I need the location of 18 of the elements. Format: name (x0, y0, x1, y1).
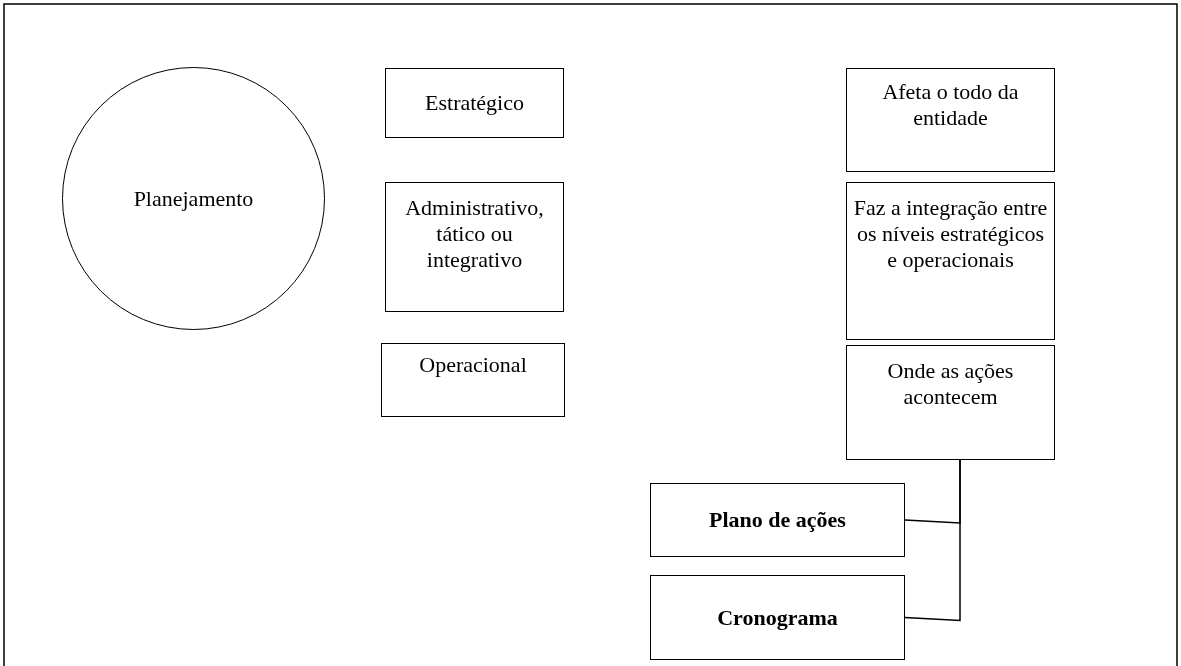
text-box (846, 345, 1055, 460)
node-label: Administrativo, tático ou integrativo (404, 195, 545, 273)
connector-line (904, 459, 961, 622)
node-label: Faz a integração entre os níveis estratégicos e operacionais (853, 195, 1048, 273)
node-label: Onde as ações acontecem (886, 358, 1015, 410)
text-box (385, 68, 564, 138)
text-box (381, 343, 565, 417)
node-label: Afeta o todo da entidade (881, 79, 1020, 131)
node-label: Planejamento (133, 185, 254, 212)
node-label: Estratégico (425, 90, 524, 116)
node-label: Cronograma (717, 604, 838, 631)
text-box (385, 182, 564, 312)
node-label: Operacional (419, 352, 527, 378)
text-box (650, 483, 905, 557)
node-label: Plano de ações (709, 507, 846, 533)
text-box (650, 575, 905, 660)
text-box (846, 182, 1055, 340)
text-box (846, 68, 1055, 172)
